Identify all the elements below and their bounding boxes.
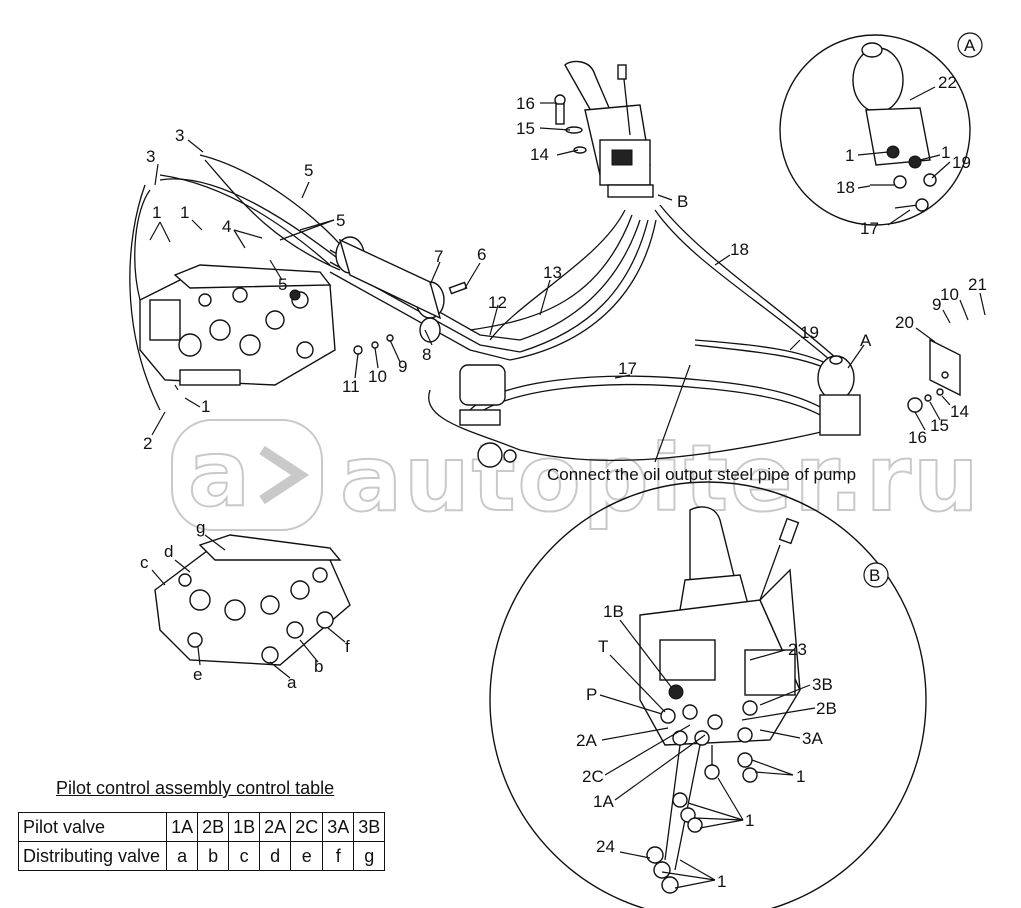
- table-cell: a: [166, 841, 199, 871]
- label-b: b: [314, 657, 323, 676]
- table-cell: c: [228, 841, 261, 871]
- callout-1a: 1: [152, 203, 161, 222]
- callout-5b: 5: [336, 211, 345, 230]
- callout-16b: 16: [908, 428, 927, 447]
- label-c: c: [140, 553, 149, 572]
- port-1A: 1A: [593, 792, 614, 811]
- port-3B: 3B: [812, 675, 833, 694]
- table-row: Pilot valve 1A 2B 1B 2A 2C 3A 3B: [17, 812, 386, 842]
- callout-15b: 15: [930, 416, 949, 435]
- detail-b: B: [489, 481, 927, 908]
- callout-10b: 10: [940, 285, 959, 304]
- table-cell: 2B: [197, 812, 230, 842]
- callout-3a: 3: [175, 126, 184, 145]
- hardware-9-10-11: [353, 334, 394, 355]
- svg-text:a: a: [188, 420, 252, 527]
- control-table: Pilot valve 1A 2B 1B 2A 2C 3A 3B Distrib…: [17, 812, 386, 871]
- callouts: 3 3 1 1 4 5 5 5 1 2 7 6 8 9 10 11 12 13 …: [140, 73, 987, 891]
- callout-18b: 18: [836, 178, 855, 197]
- table-cell: d: [259, 841, 292, 871]
- accumulator-assembly: [817, 338, 961, 436]
- table-row: Distributing valve a b c d e f g: [17, 841, 386, 871]
- callout-21: 21: [968, 275, 987, 294]
- callout-23: 23: [788, 640, 807, 659]
- port-T: T: [598, 637, 608, 656]
- detail-a: A: [779, 32, 983, 226]
- callout-1g: 1: [745, 811, 754, 830]
- callout-5c: 5: [278, 275, 287, 294]
- callout-24: 24: [596, 837, 615, 856]
- callout-6: 6: [477, 245, 486, 264]
- table-title: Pilot control assembly control table: [56, 778, 335, 798]
- hoses-17-18-19: [428, 204, 841, 468]
- table-cell: 3A: [322, 812, 355, 842]
- table-cell: b: [197, 841, 230, 871]
- pilot-valve-joystick-top: [554, 60, 654, 198]
- label-a: a: [287, 673, 297, 692]
- callout-12: 12: [488, 293, 507, 312]
- pump-connection-note: Connect the oil output steel pipe of pum…: [547, 465, 856, 484]
- table-cell: 1A: [166, 812, 199, 842]
- callout-7: 7: [434, 247, 443, 266]
- callout-13: 13: [543, 263, 562, 282]
- table-cell: 2A: [259, 812, 292, 842]
- callout-19b: 19: [952, 153, 971, 172]
- callout-22: 22: [938, 73, 957, 92]
- port-2B: 2B: [816, 699, 837, 718]
- callout-14b: 14: [950, 402, 969, 421]
- callout-9a: 9: [398, 357, 407, 376]
- callout-19a: 19: [800, 323, 819, 342]
- port-P: P: [586, 685, 597, 704]
- label-g: g: [196, 518, 205, 537]
- port-2A: 2A: [576, 731, 597, 750]
- table-cell: g: [353, 841, 386, 871]
- clamp-assembly: [335, 236, 468, 343]
- table-cell: e: [290, 841, 324, 871]
- callout-16a: 16: [516, 94, 535, 113]
- callout-18a: 18: [730, 240, 749, 259]
- callout-10a: 10: [368, 367, 387, 386]
- row-head-distributing: Distributing valve: [17, 841, 168, 871]
- label-e: e: [193, 665, 202, 684]
- distributing-valve-detail: [154, 534, 351, 666]
- callout-11: 11: [342, 377, 360, 396]
- callout-1f: 1: [796, 767, 805, 786]
- watermark-text: autopiter.ru: [340, 425, 981, 532]
- callout-1e: 1: [941, 143, 950, 162]
- callout-1d: 1: [845, 146, 854, 165]
- callout-b-marker: B: [677, 192, 688, 211]
- port-3A: 3A: [802, 729, 823, 748]
- callout-3b: 3: [146, 147, 155, 166]
- callout-17a: 17: [618, 359, 637, 378]
- callout-8: 8: [422, 345, 431, 364]
- table-cell: f: [322, 841, 355, 871]
- callout-a-marker: A: [860, 331, 872, 350]
- callout-1h: 1: [717, 872, 726, 891]
- callout-15a: 15: [516, 119, 535, 138]
- callout-5a: 5: [304, 161, 313, 180]
- label-d: d: [164, 542, 173, 561]
- table-cell: 2C: [290, 812, 324, 842]
- row-head-pilot: Pilot valve: [17, 812, 168, 842]
- callout-4: 4: [222, 217, 231, 236]
- callout-1c: 1: [201, 397, 210, 416]
- label-f: f: [345, 637, 350, 656]
- distributing-valve-main: [139, 264, 336, 386]
- detail-b-label: B: [869, 566, 880, 585]
- detail-a-label: A: [964, 36, 976, 55]
- callout-2: 2: [143, 434, 152, 453]
- callout-20: 20: [895, 313, 914, 332]
- callout-1b: 1: [180, 203, 189, 222]
- table-cell: 3B: [353, 812, 386, 842]
- port-1B: 1B: [603, 602, 624, 621]
- leader-lines: [149, 86, 986, 889]
- watermark: a autopiter.ru: [171, 419, 981, 533]
- port-2C: 2C: [582, 767, 604, 786]
- callout-17b: 17: [860, 219, 879, 238]
- table-cell: 1B: [228, 812, 261, 842]
- callout-14a: 14: [530, 145, 549, 164]
- callout-9b: 9: [932, 295, 941, 314]
